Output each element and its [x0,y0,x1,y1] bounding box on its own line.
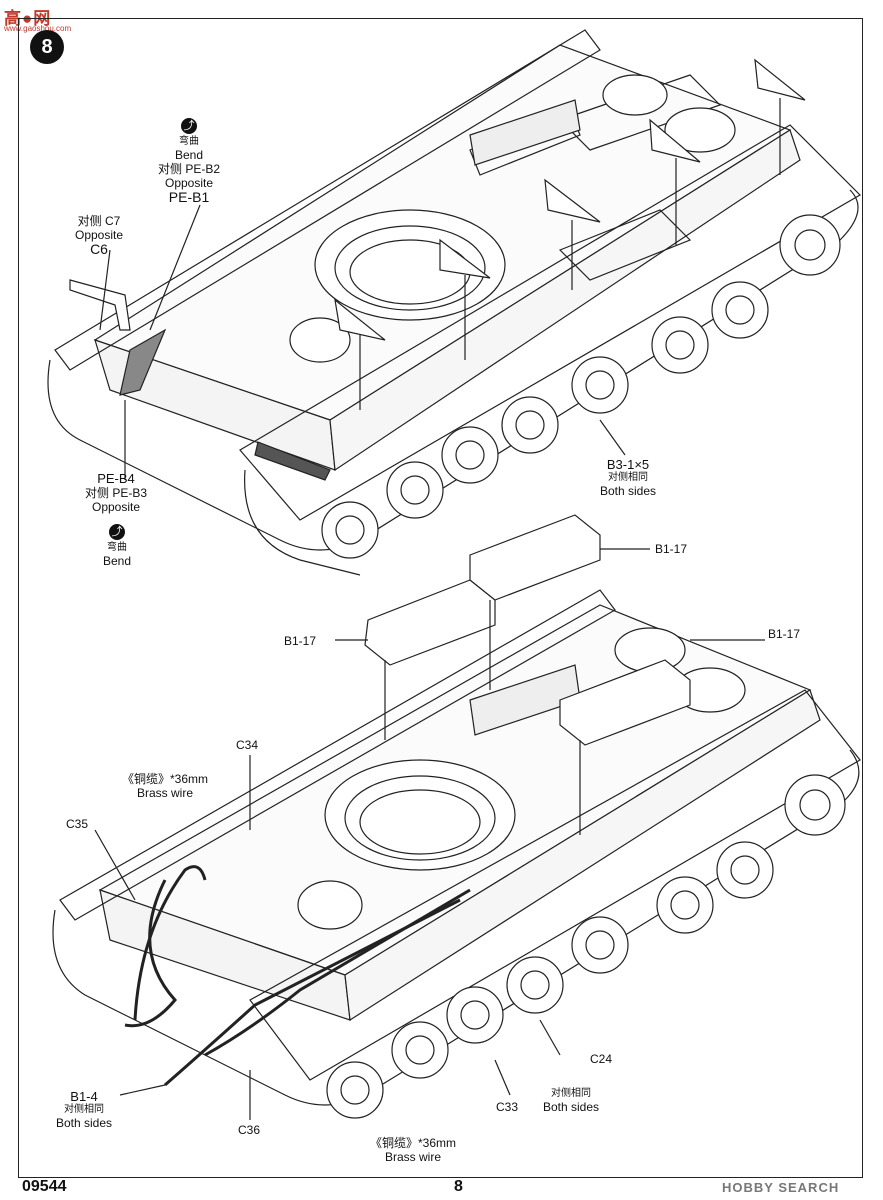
callout-text: Opposite [75,228,124,242]
page-border [18,18,863,1178]
callout-both-sides: 对侧相同 Both sides [543,1088,599,1114]
callout-text: 对侧相同 [551,1088,592,1099]
callout-text: Brass wire [137,786,194,800]
callout-c34: C34 [236,738,259,752]
page-number: 8 [454,1178,463,1195]
bend-icon: ⤴ [181,118,198,134]
callout-text: Opposite [92,500,141,514]
callout-text: Opposite [165,176,214,190]
callout-b1-17-top: B1-17 [655,542,688,556]
top-tank-hull [47,29,861,576]
callout-bend-pe-b2: ⤴ 弯曲 Bend 对侧 PE-B2 Opposite PE-B1 [158,118,220,204]
part-number: B3-1×5 [606,457,650,472]
site-logo-url: www.gaoshou.com [4,24,72,33]
callout-brass-wire-bottom: 《铜缆》*36mm Brass wire [370,1136,456,1164]
step-number-badge: 8 [30,30,64,64]
callout-text: 《铜缆》*36mm [122,772,209,786]
callout-text: 弯曲 [107,542,128,553]
callout-text: 对侧 PE-B3 [85,486,148,500]
callout-text: 弯曲 [179,136,200,147]
callout-bend-bottom: ⤴ 弯曲 Bend [103,524,131,568]
callout-b1-4: B1-4 对侧相同 Both sides [56,1089,113,1131]
part-number: PE-B4 [97,471,135,486]
callout-b3: B3-1×5 对侧相同 Both sides [600,457,657,499]
callout-c24: C24 [590,1052,613,1066]
callout-c33: C33 [496,1100,519,1114]
callout-text: Bend [175,148,204,162]
part-number: PE-B1 [168,189,210,205]
callout-pe-b4: PE-B4 对侧 PE-B3 Opposite [85,471,148,515]
callout-text: Both sides [56,1116,113,1130]
callout-b1-17-left: B1-17 [284,634,317,648]
callout-brass-wire-top: 《铜缆》*36mm Brass wire [122,772,208,800]
watermark: HOBBY SEARCH [722,1180,840,1195]
kit-number: 09544 [22,1178,67,1195]
callout-c6: 对侧 C7 Opposite C6 [75,214,123,256]
part-number: B1-4 [70,1089,98,1104]
callout-c35: C35 [66,817,89,831]
callout-text: 对侧 C7 [77,214,121,228]
callout-text: Both sides [600,484,657,498]
callout-text: 对侧相同 [608,472,649,483]
callout-text: Both sides [543,1100,600,1114]
callout-text: 对侧相同 [64,1104,105,1115]
callout-b1-17-right: B1-17 [768,627,801,641]
callout-text: 对侧 PE-B2 [158,162,221,176]
bottom-tank-hull [52,514,861,1120]
callout-text: 《铜缆》*36mm [370,1136,457,1150]
callout-c36: C36 [238,1123,261,1137]
bend-icon: ⤴ [109,524,126,540]
callout-text: Brass wire [385,1150,442,1164]
callout-text: Bend [103,554,132,568]
part-number: C6 [90,241,108,257]
